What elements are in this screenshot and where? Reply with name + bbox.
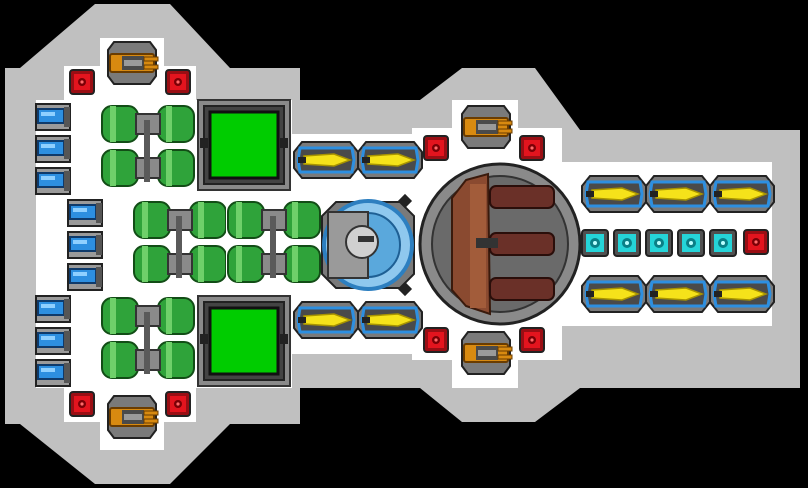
blue-thruster-icon[interactable]: [67, 263, 103, 291]
orange-turret-icon[interactable]: [103, 37, 161, 89]
green-screen-icon[interactable]: [196, 98, 292, 192]
yellow-missile-icon[interactable]: [708, 174, 776, 214]
cyan-cell-icon[interactable]: [677, 229, 705, 257]
blue-thruster-icon[interactable]: [35, 103, 71, 131]
red-sensor-icon[interactable]: [519, 135, 545, 161]
orange-turret-icon[interactable]: [457, 327, 515, 379]
red-sensor-icon[interactable]: [423, 135, 449, 161]
yellow-missile-icon[interactable]: [708, 274, 776, 314]
red-sensor-icon[interactable]: [165, 391, 191, 417]
yellow-missile-icon[interactable]: [644, 274, 712, 314]
red-sensor-icon[interactable]: [519, 327, 545, 353]
yellow-missile-icon[interactable]: [580, 274, 648, 314]
green-screen-icon[interactable]: [196, 294, 292, 388]
blue-dome-icon[interactable]: [321, 193, 415, 297]
orange-turret-icon[interactable]: [457, 101, 515, 153]
yellow-missile-icon[interactable]: [580, 174, 648, 214]
yellow-missile-icon[interactable]: [644, 174, 712, 214]
red-sensor-icon[interactable]: [69, 69, 95, 95]
cyan-cell-icon[interactable]: [581, 229, 609, 257]
blue-thruster-icon[interactable]: [67, 199, 103, 227]
yellow-missile-icon[interactable]: [356, 300, 424, 340]
cyan-cell-icon[interactable]: [709, 229, 737, 257]
red-sensor-icon[interactable]: [165, 69, 191, 95]
blue-thruster-icon[interactable]: [35, 327, 71, 355]
red-sensor-icon[interactable]: [69, 391, 95, 417]
yellow-missile-icon[interactable]: [292, 300, 360, 340]
blue-thruster-icon[interactable]: [35, 359, 71, 387]
blue-thruster-icon[interactable]: [35, 135, 71, 163]
green-tank-icon[interactable]: [131, 195, 229, 289]
blue-thruster-icon[interactable]: [67, 231, 103, 259]
triple-cannon-icon[interactable]: [418, 162, 582, 326]
cyan-cell-icon[interactable]: [613, 229, 641, 257]
green-tank-icon[interactable]: [225, 195, 323, 289]
red-sensor-icon[interactable]: [743, 229, 769, 255]
red-sensor-icon[interactable]: [423, 327, 449, 353]
cyan-cell-icon[interactable]: [645, 229, 673, 257]
yellow-missile-icon[interactable]: [292, 140, 360, 180]
blue-thruster-icon[interactable]: [35, 167, 71, 195]
yellow-missile-icon[interactable]: [356, 140, 424, 180]
blue-thruster-icon[interactable]: [35, 295, 71, 323]
green-tank-icon[interactable]: [99, 291, 197, 385]
orange-turret-icon[interactable]: [103, 391, 161, 443]
green-tank-icon[interactable]: [99, 99, 197, 193]
cyan-cell-group: [581, 229, 737, 257]
